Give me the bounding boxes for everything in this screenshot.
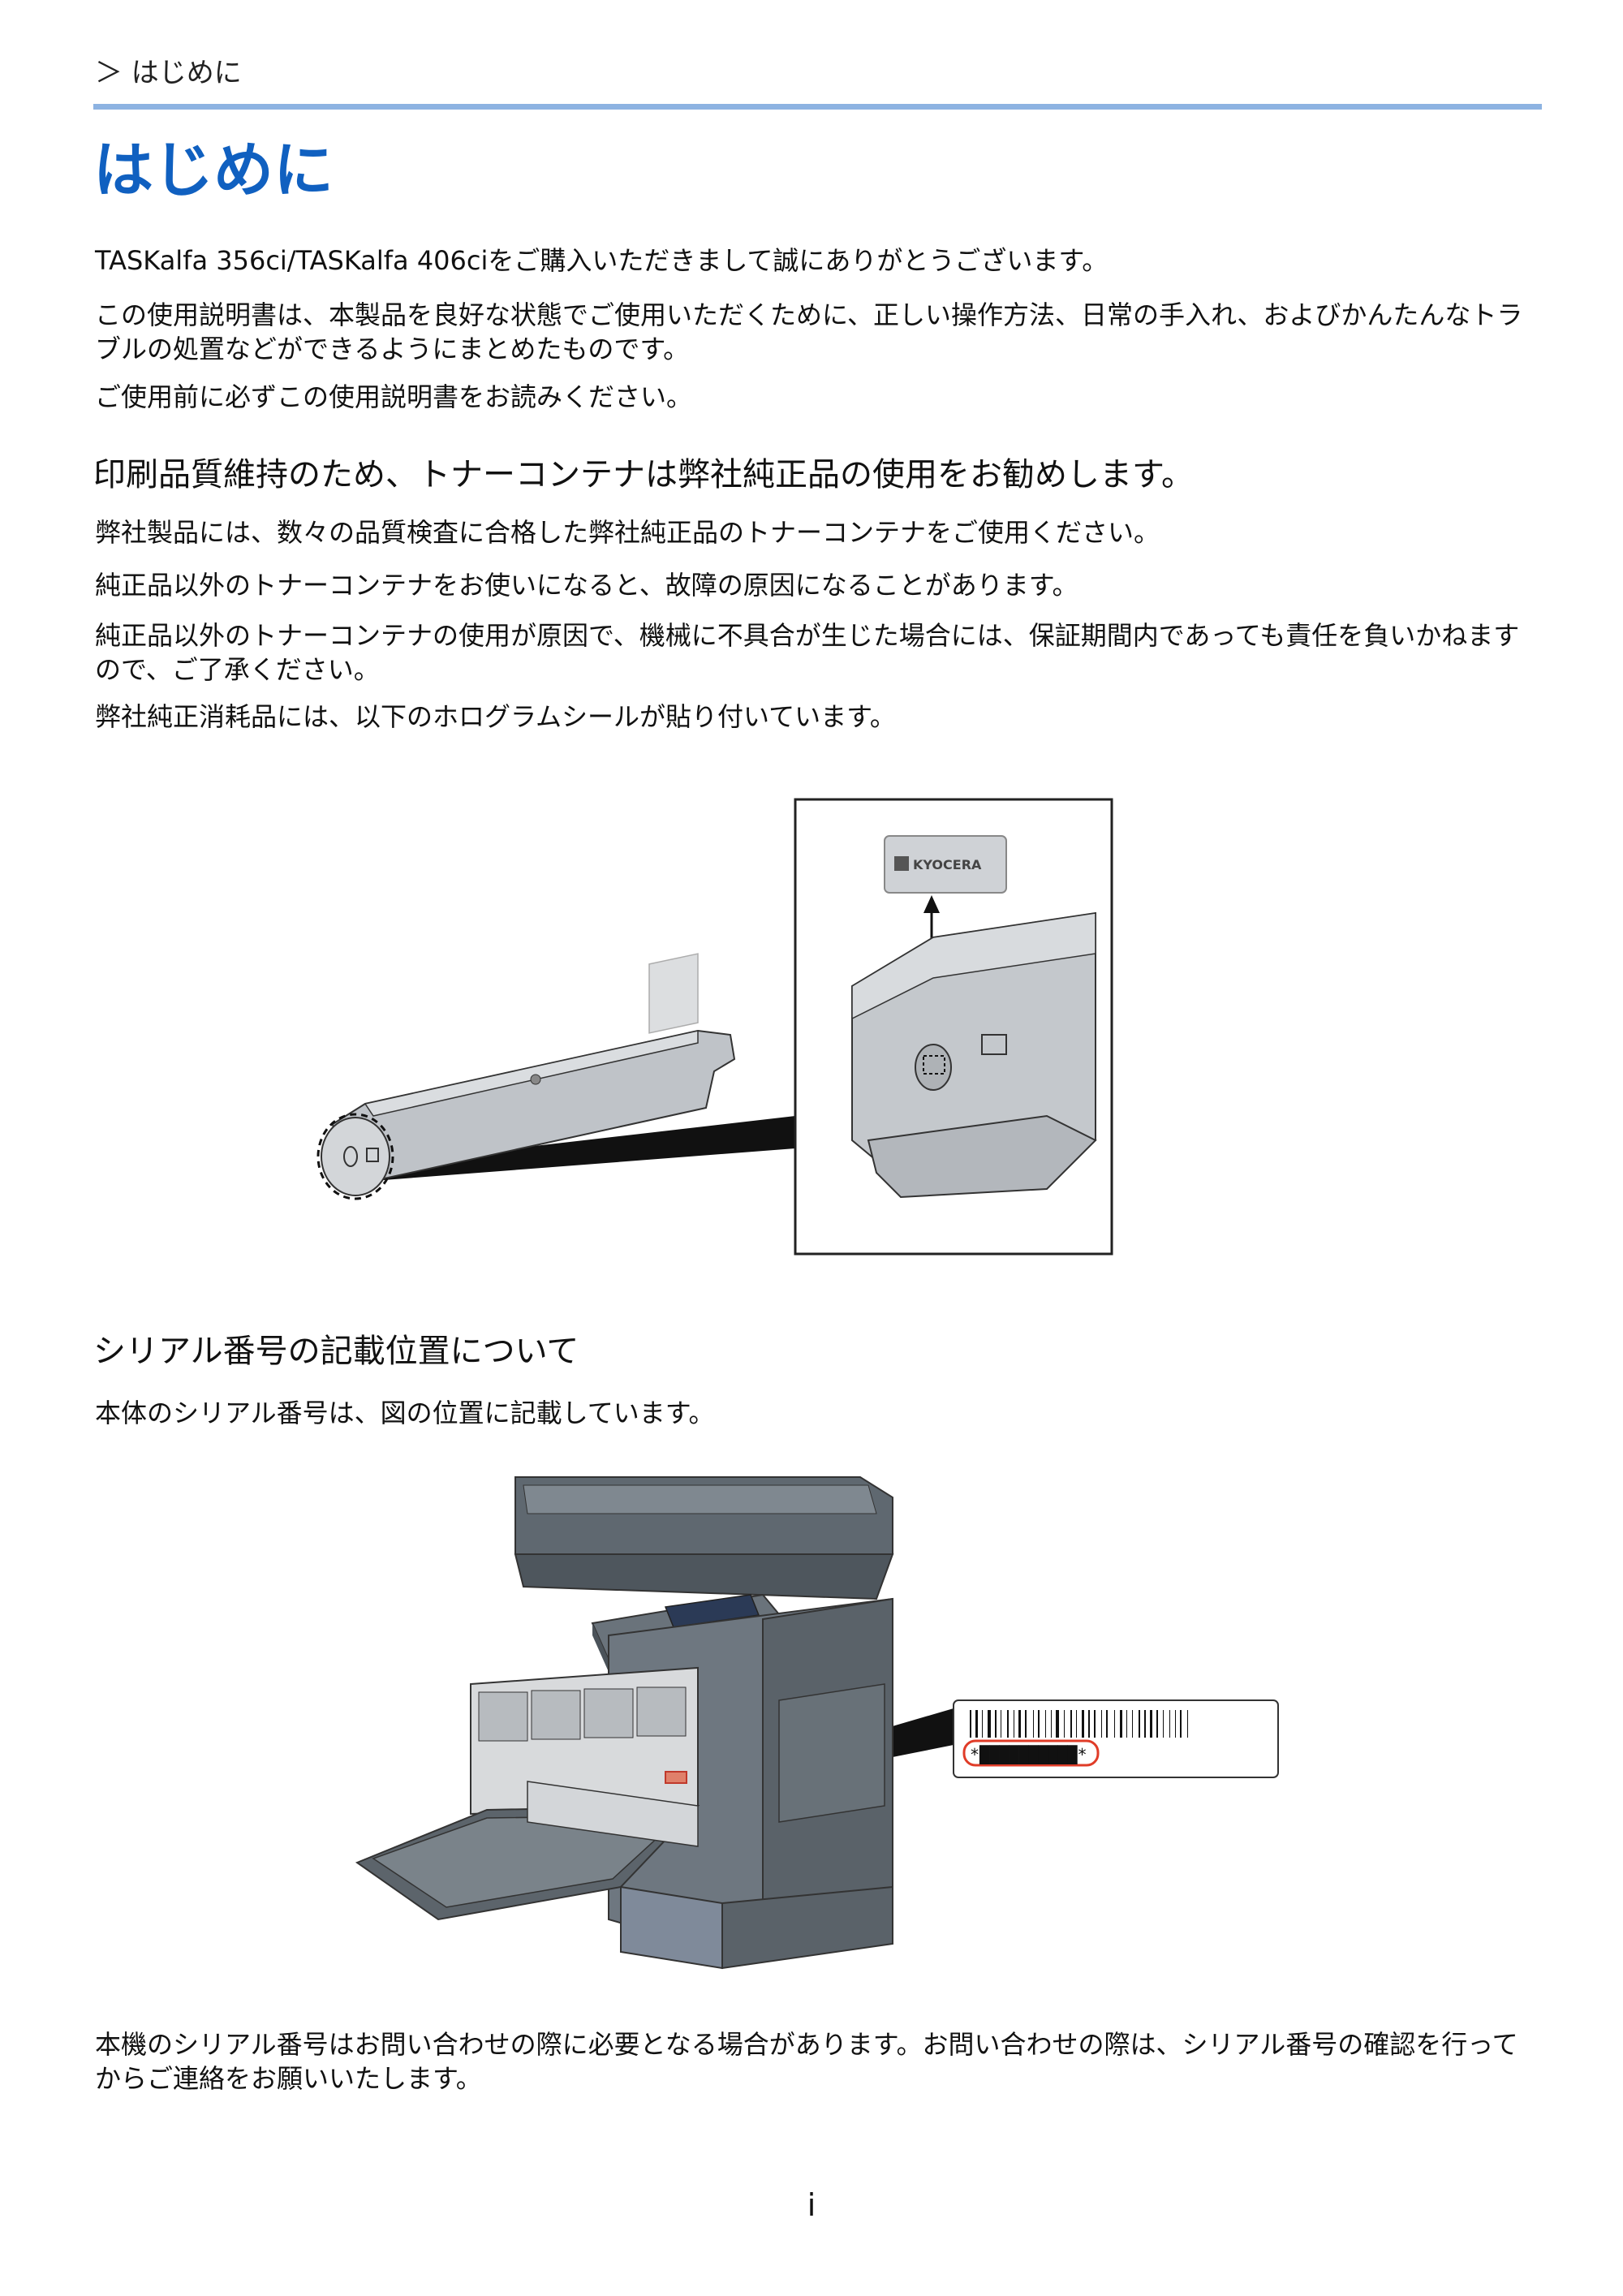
mfp-machine-illustration xyxy=(355,1476,894,1970)
callout-wedge xyxy=(373,1116,795,1181)
serial-label-location xyxy=(665,1771,687,1784)
serial-highlight xyxy=(962,1739,1100,1767)
arrow-head xyxy=(923,895,940,913)
toner-paragraph-3: 純正品以外のトナーコンテナの使用が原因で、機械に不具合が生じた場合には、保証期間… xyxy=(95,620,1520,685)
serial-number-text: *██████████* xyxy=(970,1745,1087,1764)
serial-paragraph-2: 本機のシリアル番号はお問い合わせの際に必要となる場合があります。お問い合わせの際… xyxy=(95,2029,1518,2094)
toner-paragraph-2: 純正品以外のトナーコンテナをお使いになると、故障の原因になることがあります。 xyxy=(95,570,1078,601)
page-number: i xyxy=(807,2187,816,2223)
touch-screen xyxy=(664,1594,760,1628)
toner-paragraph-1: 弊社製品には、数々の品質検査に合格した弊社純正品のトナーコンテナをご使用ください… xyxy=(95,517,1160,548)
intro-paragraph-2: この使用説明書は、本製品を良好な状態でご使用いただくために、正しい操作方法、日常… xyxy=(95,299,1523,364)
serial-number-label: *██████████* xyxy=(953,1699,1279,1778)
toner-hologram-figure: KYOCERA xyxy=(316,798,1113,1256)
page-title: はじめに xyxy=(93,136,334,205)
toner-end-closeup xyxy=(851,911,1097,1199)
header-rule xyxy=(93,104,1542,110)
toner-container-illustration xyxy=(316,953,736,1200)
breadcrumb[interactable]: ＞ はじめに xyxy=(95,57,242,89)
intro-paragraph-3: ご使用前に必ずこの使用説明書をお読みください。 xyxy=(95,381,693,412)
intro-paragraph-1: TASKalfa 356ci/TASKalfa 406ciをご購入いただきまして… xyxy=(95,245,1109,276)
serial-paragraph-1: 本体のシリアル番号は、図の位置に記載しています。 xyxy=(95,1398,715,1428)
hologram-seal: KYOCERA xyxy=(884,835,1007,894)
hologram-text: KYOCERA xyxy=(913,857,982,872)
section-heading-toner: 印刷品質維持のため、トナーコンテナは弊社純正品の使用をお勧めします。 xyxy=(93,456,1194,493)
toner-paragraph-4: 弊社純正消耗品には、以下のホログラムシールが貼り付いています。 xyxy=(95,701,896,732)
barcode-graphic xyxy=(970,1710,1188,1738)
section-heading-serial: シリアル番号の記載位置について xyxy=(93,1333,579,1370)
serial-location-figure: *██████████* xyxy=(355,1476,1279,1970)
